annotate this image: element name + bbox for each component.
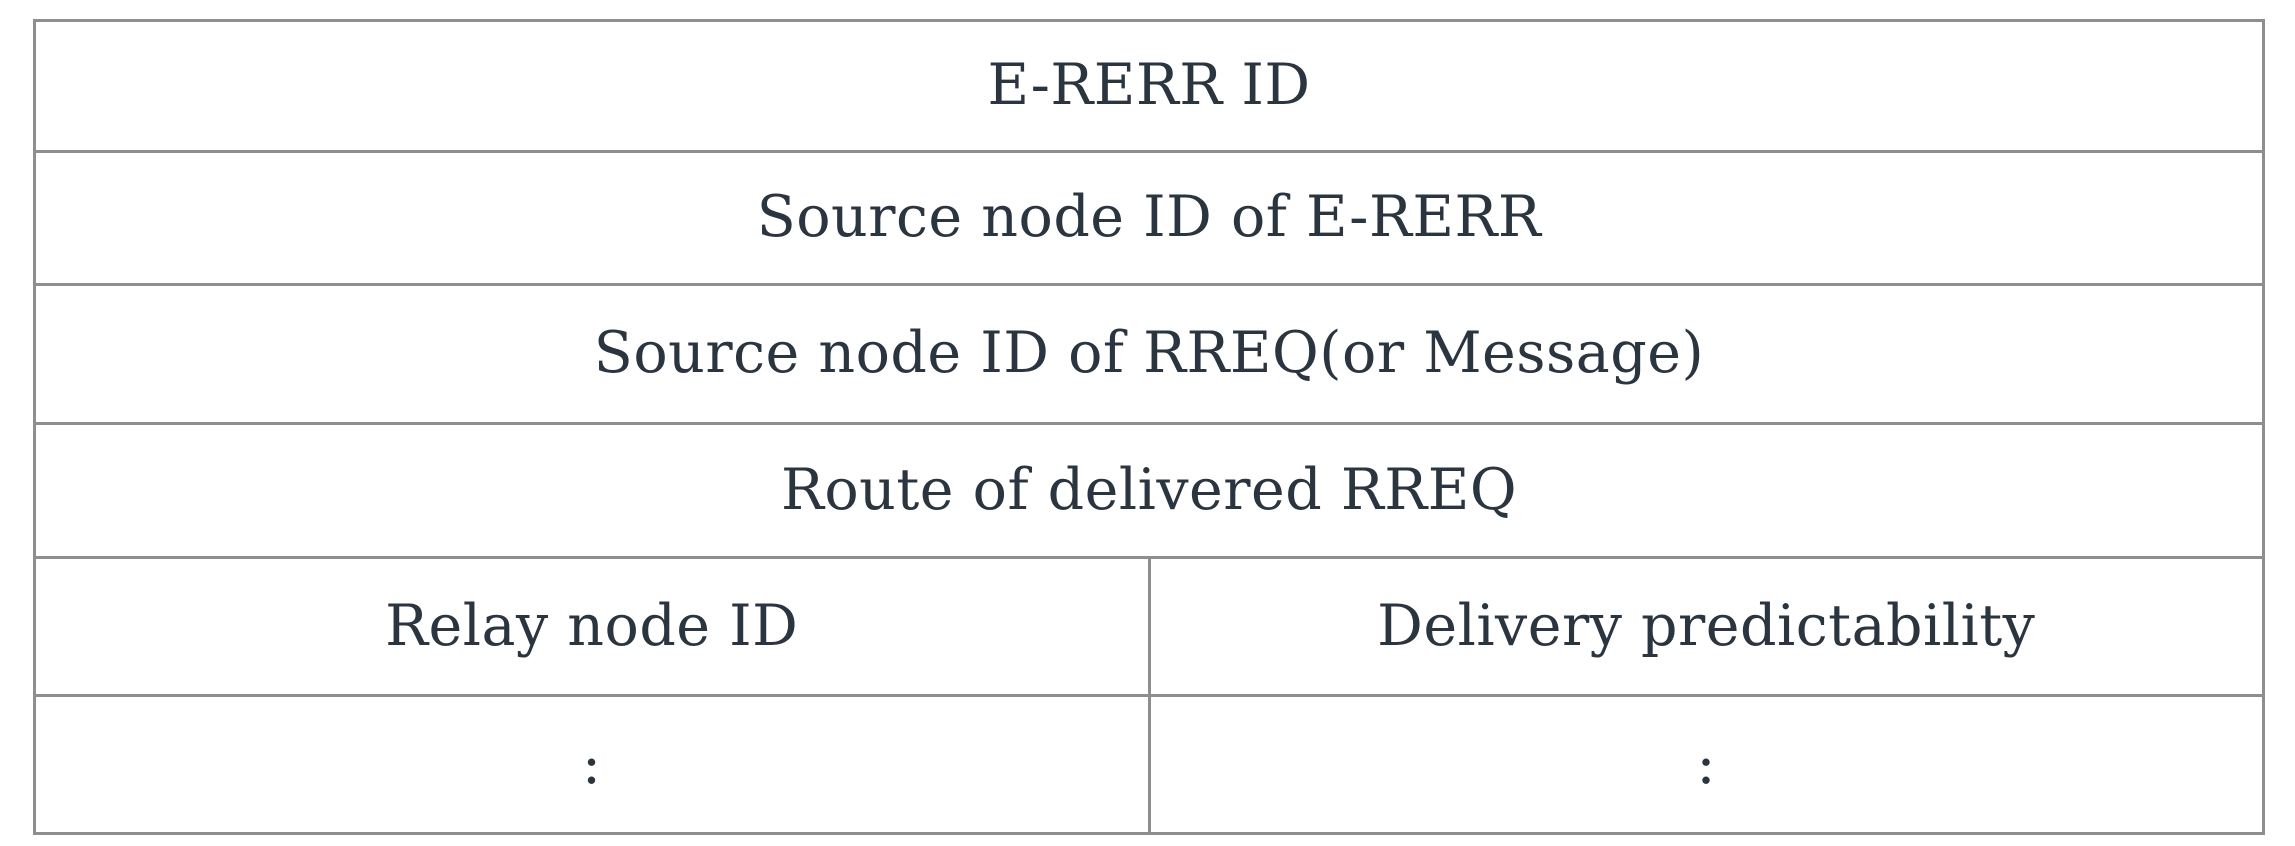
field-route-of-delivered-rreq: Route of delivered RREQ [33,422,2265,559]
table-row: : : [33,694,2265,835]
table-row: Source node ID of RREQ(or Message) [33,283,2265,425]
table-row: Relay node ID Delivery predictability [33,556,2265,697]
table-body: E-RERR ID Source node ID of E-RERR Sourc… [33,19,2265,835]
field-relay-node-id: Relay node ID [33,556,1151,697]
table-row: Source node ID of E-RERR [33,150,2265,286]
field-delivery-predictability: Delivery predictability [1147,556,2265,697]
field-source-node-id-of-e-rerr: Source node ID of E-RERR [33,150,2265,286]
field-e-rerr-id: E-RERR ID [33,19,2265,153]
field-source-node-id-of-rreq: Source node ID of RREQ(or Message) [33,283,2265,425]
packet-format-table: E-RERR ID Source node ID of E-RERR Sourc… [33,19,2265,835]
packet-format-figure: E-RERR ID Source node ID of E-RERR Sourc… [33,19,2265,835]
delivery-predictability-continuation: : [1147,694,2265,835]
table-row: Route of delivered RREQ [33,422,2265,559]
relay-node-id-continuation: : [33,694,1151,835]
table-row: E-RERR ID [33,19,2265,153]
